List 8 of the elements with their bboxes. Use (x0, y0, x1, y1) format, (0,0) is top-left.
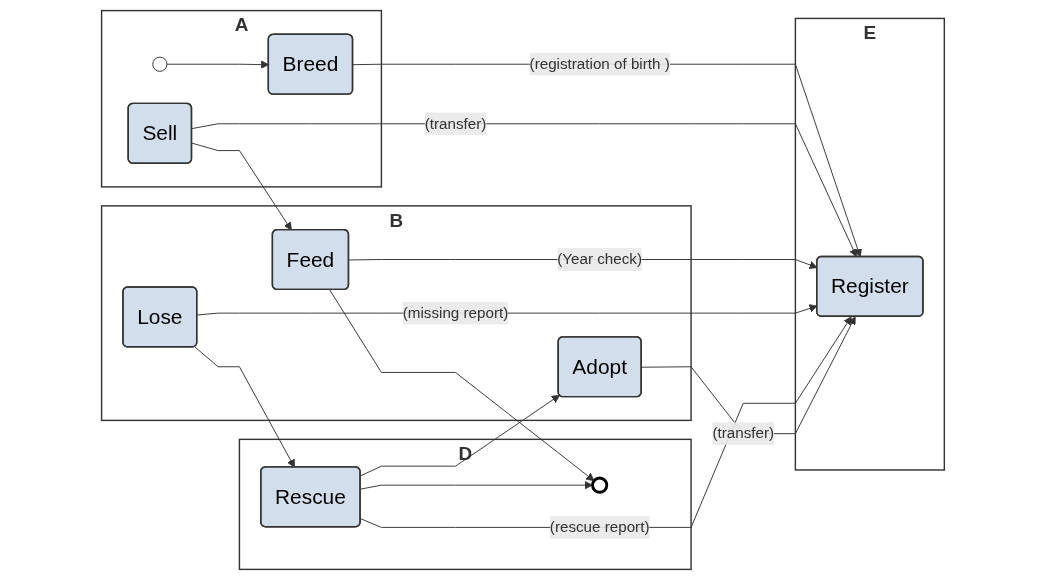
edge-label: (rescue report) (549, 518, 650, 535)
edge-label: (missing report) (402, 304, 509, 321)
node-circle (152, 56, 168, 72)
edge-label: (transfer) (712, 425, 775, 442)
edge-label: (transfer) (424, 115, 487, 132)
node-circle (591, 476, 609, 494)
edge-label: (Year check) (557, 250, 643, 268)
edge-label: (registration of birth ) (529, 55, 670, 72)
